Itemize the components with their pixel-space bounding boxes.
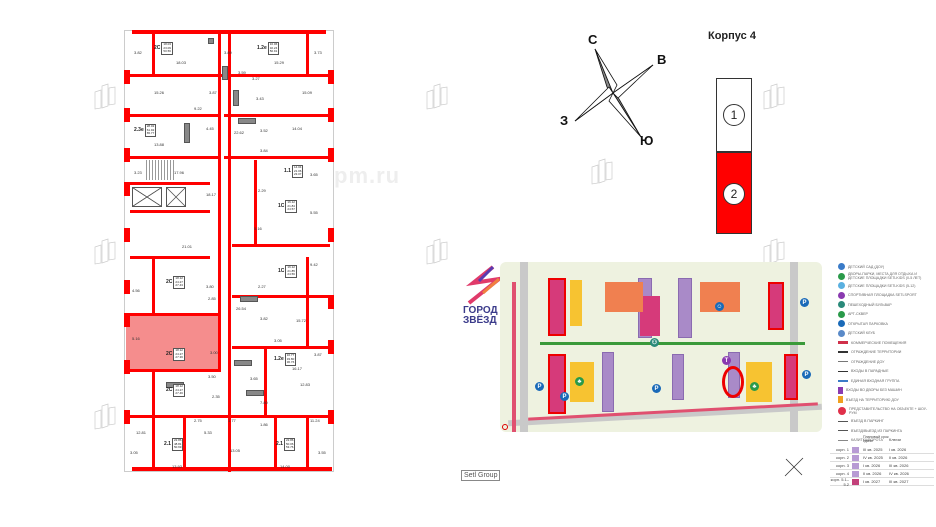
parking-icon [838,320,845,328]
developer-logo: Setl Group [461,470,501,481]
legend-item: Въезд на территорию ДОУ [838,395,933,405]
kindergarten-icon [838,263,845,271]
section-number: 1 [723,104,745,126]
parking-exit-icon [838,430,848,432]
fence-line-icon [838,351,848,354]
car-free-icon [838,386,843,394]
doo-entrance-icon [838,396,843,404]
gate-icon [838,439,848,441]
building-title: Корпус 4 [708,30,756,42]
section-1[interactable]: 1 [716,78,752,152]
playground-icon [838,282,845,290]
parking-entry-icon [838,420,848,422]
entrance-group-icon [838,379,848,382]
compass-west-label: З [560,113,569,128]
star-logo-icon [465,265,507,305]
watermark-logo-icon [762,80,788,110]
brand-logo [463,265,513,335]
selected-building-marker[interactable] [722,366,744,398]
sport-icon [838,291,845,299]
legend-item: Спортивная площадка SETLSPORT [838,291,933,301]
courtyard-icon [838,272,845,280]
legend-item: Представительство на объекте + шоу-рум [838,405,933,417]
elevator-icon [166,187,186,207]
site-plan-map[interactable]: P P P P P T ⚇ ♣ ♣ ☺ [500,262,822,432]
stairs-icon [144,160,174,180]
legend-item: Пешеходный бульвар [838,300,933,310]
legend-item: Ограждение территории [838,348,933,358]
watermark-logo-icon [93,80,119,110]
legend-item: Детский клуб [838,329,933,339]
legend-item: Коммерческие помещения [838,338,933,348]
elevator-icon [132,187,162,207]
watermark-logo-icon [425,80,451,110]
watermark-logo-icon [425,235,451,265]
legend-item: Единая входная группа [838,376,933,386]
legend-item: Открытая парковка [838,319,933,329]
legend-item: Детский сад (ДОУ) [838,262,933,272]
legend-item: Детские площадки SETLKIDS (5-12) [838,281,933,291]
legend-item: Калитка/ворота [838,436,933,446]
legend-item: Ограждение ДОУ [838,357,933,367]
compass-north-label: С [588,32,598,47]
building-sections-diagram: Корпус 4 1 2 [690,30,790,240]
boulevard-icon [838,301,845,309]
site-compass-icon [782,455,806,479]
watermark-logo-icon [93,235,119,265]
compass-rose-icon [574,48,654,138]
watermark-logo-icon [590,155,616,185]
legend-item: Входы в парадные [838,367,933,377]
selected-apartment[interactable] [126,313,218,369]
section-2-selected[interactable]: 2 [716,152,752,234]
compass-south-label: Ю [640,133,654,148]
legend-item: Арт-сквер [838,310,933,320]
legend-item: Входы во дворы без машин [838,386,933,396]
commercial-line-icon [838,341,848,345]
compass-east-label: В [657,52,667,67]
legend-item: Въезд/выезд из паркинга [838,426,933,436]
art-square-icon [838,310,845,318]
fence-doo-line-icon [838,361,848,363]
kids-club-icon [838,329,845,337]
entrance-arrow-icon [838,370,848,372]
watermark-logo-icon [93,400,119,430]
watermark-text: pm.ru [334,163,401,188]
compass-rose: С В Ю З [560,32,670,155]
section-number: 2 [723,183,745,205]
showroom-icon [838,406,846,415]
legend-item: Дворы-парки, места для отдыха и детские … [838,272,933,282]
legend-item: Въезд в паркинг [838,417,933,427]
map-legend: Детский сад (ДОУ) Дворы-парки, места для… [838,262,933,445]
